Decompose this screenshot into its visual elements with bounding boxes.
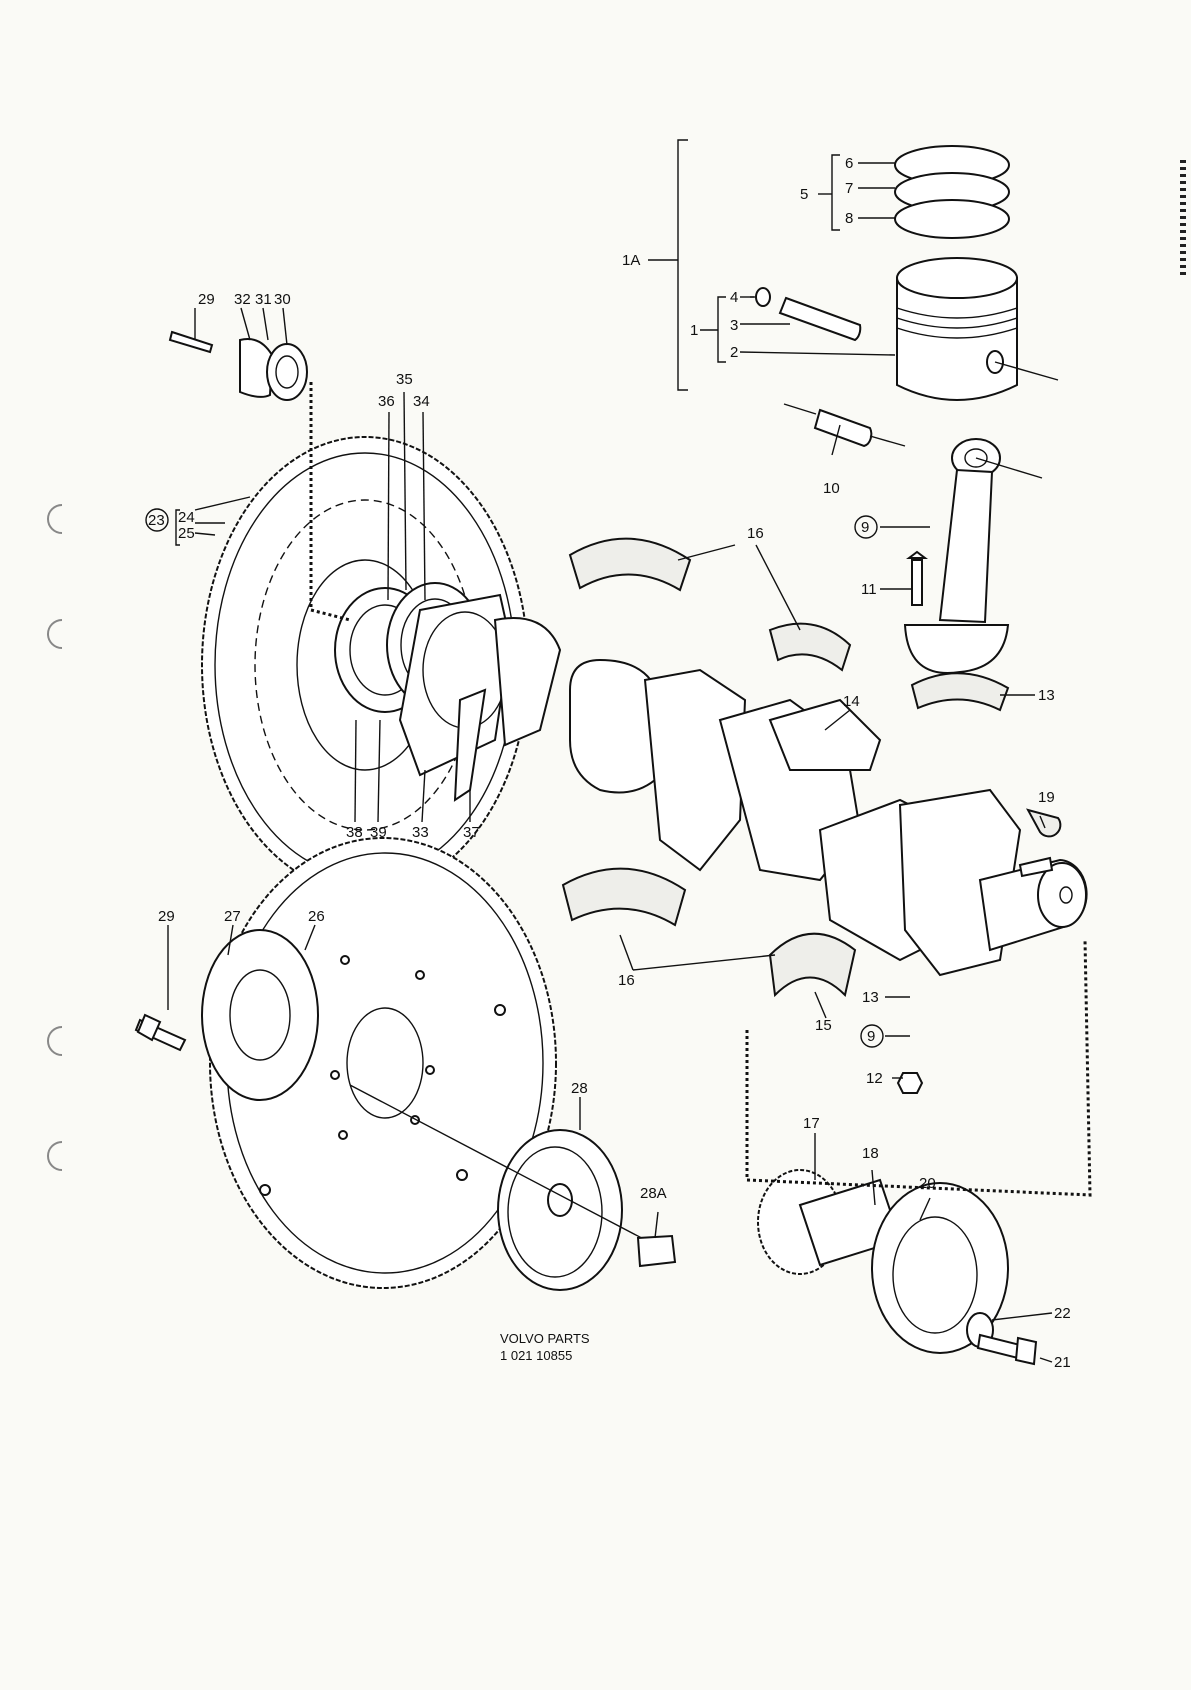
callout-10: 10 <box>823 480 840 497</box>
callout-33: 33 <box>412 824 429 841</box>
callout-1a: 1A <box>622 252 640 269</box>
parts-catalog-footer: VOLVO PARTS 1 021 10855 <box>500 1330 590 1364</box>
callout-5: 5 <box>800 186 808 203</box>
callout-25: 25 <box>178 525 195 542</box>
catalog-number: 1 021 10855 <box>500 1348 573 1363</box>
binder-punch-holes <box>47 504 63 1171</box>
main-bearing-shells <box>561 537 857 998</box>
flywheel-hub <box>134 929 319 1101</box>
leader-lines <box>167 139 1053 1363</box>
big-end-bearings <box>768 622 1010 712</box>
callout-12: 12 <box>866 1070 883 1087</box>
callout-9-lower: 9 <box>867 1028 875 1045</box>
piston-pin <box>750 287 862 342</box>
crank-pulley <box>349 1084 677 1291</box>
piston-rings <box>894 145 1010 239</box>
callout-29-upper: 29 <box>198 291 215 308</box>
callout-28: 28 <box>571 1080 588 1097</box>
callout-36: 36 <box>378 393 395 410</box>
callout-14: 14 <box>843 693 860 710</box>
rod-nut <box>896 1072 924 1094</box>
callout-23: 23 <box>148 512 165 529</box>
callout-16-lower: 16 <box>618 972 635 989</box>
callout-2: 2 <box>730 344 738 361</box>
callout-26: 26 <box>308 908 325 925</box>
callout-13-upper: 13 <box>1038 687 1055 704</box>
piston <box>896 257 1059 401</box>
callout-22: 22 <box>1054 1305 1071 1322</box>
callout-38: 38 <box>346 824 363 841</box>
callout-20: 20 <box>919 1175 936 1192</box>
callout-29-lower: 29 <box>158 908 175 925</box>
callout-3: 3 <box>730 317 738 334</box>
callout-39: 39 <box>370 824 387 841</box>
callout-35: 35 <box>396 371 413 388</box>
front-pulley-assembly <box>757 1169 1038 1366</box>
rear-seal-assembly <box>334 582 562 802</box>
small-end-bushing <box>783 403 906 448</box>
callout-11: 11 <box>861 581 877 598</box>
callout-7: 7 <box>845 180 853 197</box>
callout-31: 31 <box>255 291 272 308</box>
pilot-bearing-assembly <box>168 330 308 401</box>
callout-19: 19 <box>1038 789 1055 806</box>
callout-18: 18 <box>862 1145 879 1162</box>
callout-27: 27 <box>224 908 241 925</box>
callout-1: 1 <box>690 322 698 339</box>
callout-4: 4 <box>730 289 738 306</box>
callout-21: 21 <box>1054 1354 1071 1371</box>
callout-labels: 1A 1 2 3 4 5 6 7 8 9 9 9 10 11 12 13 13 … <box>145 155 1071 1371</box>
callout-32: 32 <box>234 291 251 308</box>
callout-15: 15 <box>815 1017 832 1034</box>
callout-37: 37 <box>463 824 480 841</box>
callout-6: 6 <box>845 155 853 172</box>
callout-16-upper: 16 <box>747 525 764 542</box>
connecting-rod <box>903 438 1043 674</box>
assembly-lines <box>309 382 1092 1197</box>
callout-34: 34 <box>413 393 430 410</box>
callout-28a: 28A <box>640 1185 667 1202</box>
callout-9-upper: 9 <box>861 519 869 536</box>
crankshaft <box>569 658 1088 977</box>
callout-30: 30 <box>274 291 291 308</box>
brand-label: VOLVO PARTS <box>500 1331 590 1346</box>
callout-24: 24 <box>178 509 195 526</box>
callout-17: 17 <box>803 1115 820 1132</box>
callout-13-lower: 13 <box>862 989 879 1006</box>
callout-8: 8 <box>845 210 853 227</box>
